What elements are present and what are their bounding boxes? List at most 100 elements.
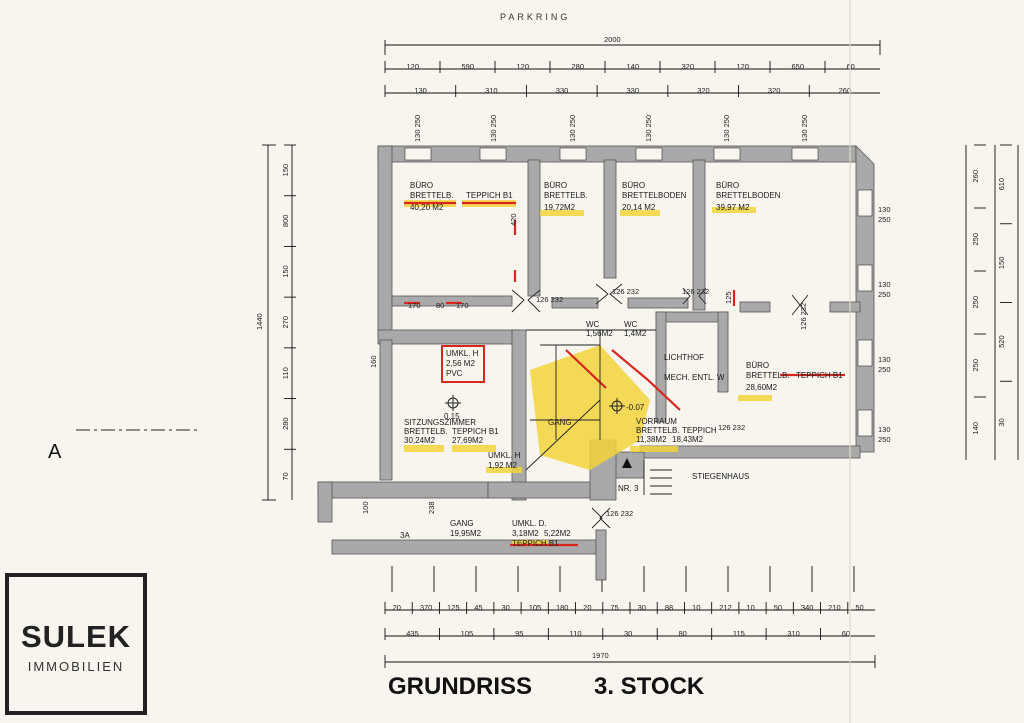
top-dim-row2-label: 330 bbox=[556, 86, 569, 95]
room-labels: BÜRO BRETTELB. TEPPICH B1 40,20 M2 BÜRO … bbox=[400, 181, 843, 548]
bottom-dim-row1-label: 10 bbox=[747, 603, 755, 612]
left-dim-label: 270 bbox=[281, 316, 290, 329]
core-lines bbox=[525, 329, 672, 495]
window-size-label: 130 bbox=[878, 280, 891, 289]
room-3-floor: BRETTELBODEN bbox=[622, 191, 687, 200]
window-size-label: 130 250 bbox=[489, 115, 498, 142]
bottom-dim-row2-label: 115 bbox=[733, 629, 745, 638]
room-2-area: 19,72M2 bbox=[544, 203, 576, 212]
room-15-name: MECH. ENTL. W bbox=[664, 373, 725, 382]
room-4-name: BÜRO bbox=[716, 181, 739, 190]
dim-160: 160 bbox=[369, 355, 378, 368]
bottom-dim-row1-label: 20 bbox=[393, 603, 401, 612]
bottom-dim-row1-label: 105 bbox=[529, 603, 542, 612]
room-1-area: 40,20 M2 bbox=[410, 203, 444, 212]
label-3a: 3A bbox=[400, 531, 410, 540]
right-dim-inner-label: 610 bbox=[997, 178, 1006, 191]
room-9-name: GANG bbox=[450, 519, 474, 528]
bottom-dim-row1-label: 50 bbox=[774, 603, 782, 612]
room-7-area: 2,56 M2 bbox=[446, 359, 475, 368]
window-size-label: 250 bbox=[878, 290, 891, 299]
bottom-dim-row1-label: 210 bbox=[828, 603, 841, 612]
room-2-floor: BRETTELB. bbox=[544, 191, 588, 200]
room-6-floor: BRETTELB. bbox=[404, 427, 448, 436]
room-11-floor: BRETTELB. bbox=[636, 426, 680, 435]
top-total-dim: 2000 bbox=[604, 35, 621, 44]
bottom-dim-row2-label: 95 bbox=[515, 629, 523, 638]
top-dim-row2-label: 260 bbox=[839, 86, 852, 95]
door-labels: 126 232 126 232 126 232 126 232 126 232 … bbox=[536, 287, 808, 518]
room-11-extra: TEPPICH bbox=[682, 426, 717, 435]
right-dim-outer-label: 250 bbox=[971, 233, 980, 246]
bottom-dim-row1-label: 20 bbox=[583, 603, 591, 612]
top-dim-row2-label: 130 bbox=[414, 86, 427, 95]
bottom-dim-row2-label: 60 bbox=[842, 629, 850, 638]
top-dim-row2-label: 320 bbox=[768, 86, 781, 95]
door-markers bbox=[511, 283, 809, 529]
bottom-dim-row1-label: 30 bbox=[638, 603, 646, 612]
top-dim-row1-label: 120 bbox=[737, 62, 750, 71]
bottom-total-dim: 1970 bbox=[592, 651, 609, 660]
right-dim-outer-label: 140 bbox=[971, 422, 980, 435]
bottom-dim-row1-label: 88 bbox=[665, 603, 673, 612]
window-size-label: 130 bbox=[878, 425, 891, 434]
room-12-area: 1,56M2 bbox=[586, 329, 613, 338]
dim-125: 125 bbox=[724, 291, 733, 304]
top-dim-row1-label: 650 bbox=[792, 62, 805, 71]
top-dim-row1-label: 320 bbox=[682, 62, 695, 71]
room-5-name: BÜRO bbox=[746, 361, 769, 370]
room-6-area: 30,24M2 bbox=[404, 436, 436, 445]
room-8-area: 1,92 M2 bbox=[488, 461, 517, 470]
bottom-dim-row2-label: 310 bbox=[787, 629, 800, 638]
room-6-extra: TEPPICH B1 bbox=[452, 427, 499, 436]
left-dim-label: 70 bbox=[281, 472, 290, 480]
right-dim-inner-label: 520 bbox=[997, 335, 1006, 348]
title-right: 3. STOCK bbox=[594, 673, 705, 700]
bottom-dim-row1-label: 370 bbox=[420, 603, 433, 612]
dim-100: 100 bbox=[361, 501, 370, 514]
room-5-area: 28,60M2 bbox=[746, 383, 778, 392]
room-10-area2: 5,22M2 bbox=[544, 529, 571, 538]
room-10-floor: TEPPICH B1 bbox=[512, 539, 559, 548]
bottom-dim-row2-label: 80 bbox=[678, 629, 686, 638]
right-dim-outer-label: 250 bbox=[971, 359, 980, 372]
dim-238: 238 bbox=[427, 501, 436, 514]
room-10-name: UMKL. D. bbox=[512, 519, 547, 528]
room-1-floor: BRETTELB. bbox=[410, 191, 454, 200]
right-dimensions: 2602502502501406101505203013025013025013… bbox=[878, 144, 1019, 460]
room-13-name: WC bbox=[624, 320, 638, 329]
stair-number: NR. 3 bbox=[618, 484, 639, 493]
window-size-label: 250 bbox=[878, 365, 891, 374]
room-11-area: 11,38M2 bbox=[636, 435, 667, 444]
top-dim-row1-label: 120 bbox=[407, 62, 420, 71]
window-size-label: 130 250 bbox=[413, 115, 422, 142]
bottom-dim-row1-label: 30 bbox=[502, 603, 510, 612]
top-dim-row1-label: 590 bbox=[462, 62, 475, 71]
door-label-6: 126 232 bbox=[799, 303, 808, 330]
company-logo: SULEK IMMOBILIEN bbox=[5, 573, 147, 715]
dim-170-a: 170 bbox=[408, 301, 421, 310]
bottom-dim-row2-label: 105 bbox=[461, 629, 474, 638]
window-size-label: 250 bbox=[878, 215, 891, 224]
door-label-3: 126 232 bbox=[682, 287, 709, 296]
bottom-dim-row1-label: 75 bbox=[610, 603, 618, 612]
bottom-dim-row1-label: 212 bbox=[719, 603, 732, 612]
door-label-4: 126 232 bbox=[606, 509, 633, 518]
window-size-label: 130 250 bbox=[644, 115, 653, 142]
level-a-label: 0.15 bbox=[444, 412, 460, 421]
walls bbox=[317, 145, 875, 581]
level-b-label: -0.07 bbox=[626, 403, 645, 412]
door-label-1: 126 232 bbox=[536, 295, 563, 304]
room-5-floor: BRETTELB. bbox=[746, 371, 790, 380]
level-markers bbox=[445, 395, 632, 468]
bottom-dim-row1-label: 340 bbox=[801, 603, 814, 612]
room-16-name: STIEGENHAUS bbox=[692, 472, 749, 481]
top-dim-row2-label: 330 bbox=[627, 86, 640, 95]
room-1-name: BÜRO bbox=[410, 181, 433, 190]
room-8-name: UMKL. H bbox=[488, 451, 521, 460]
right-dim-inner-label: 30 bbox=[997, 418, 1006, 426]
room-6-name: SITZUNGSZIMMER bbox=[404, 418, 476, 427]
top-dim-row2-label: 310 bbox=[485, 86, 498, 95]
